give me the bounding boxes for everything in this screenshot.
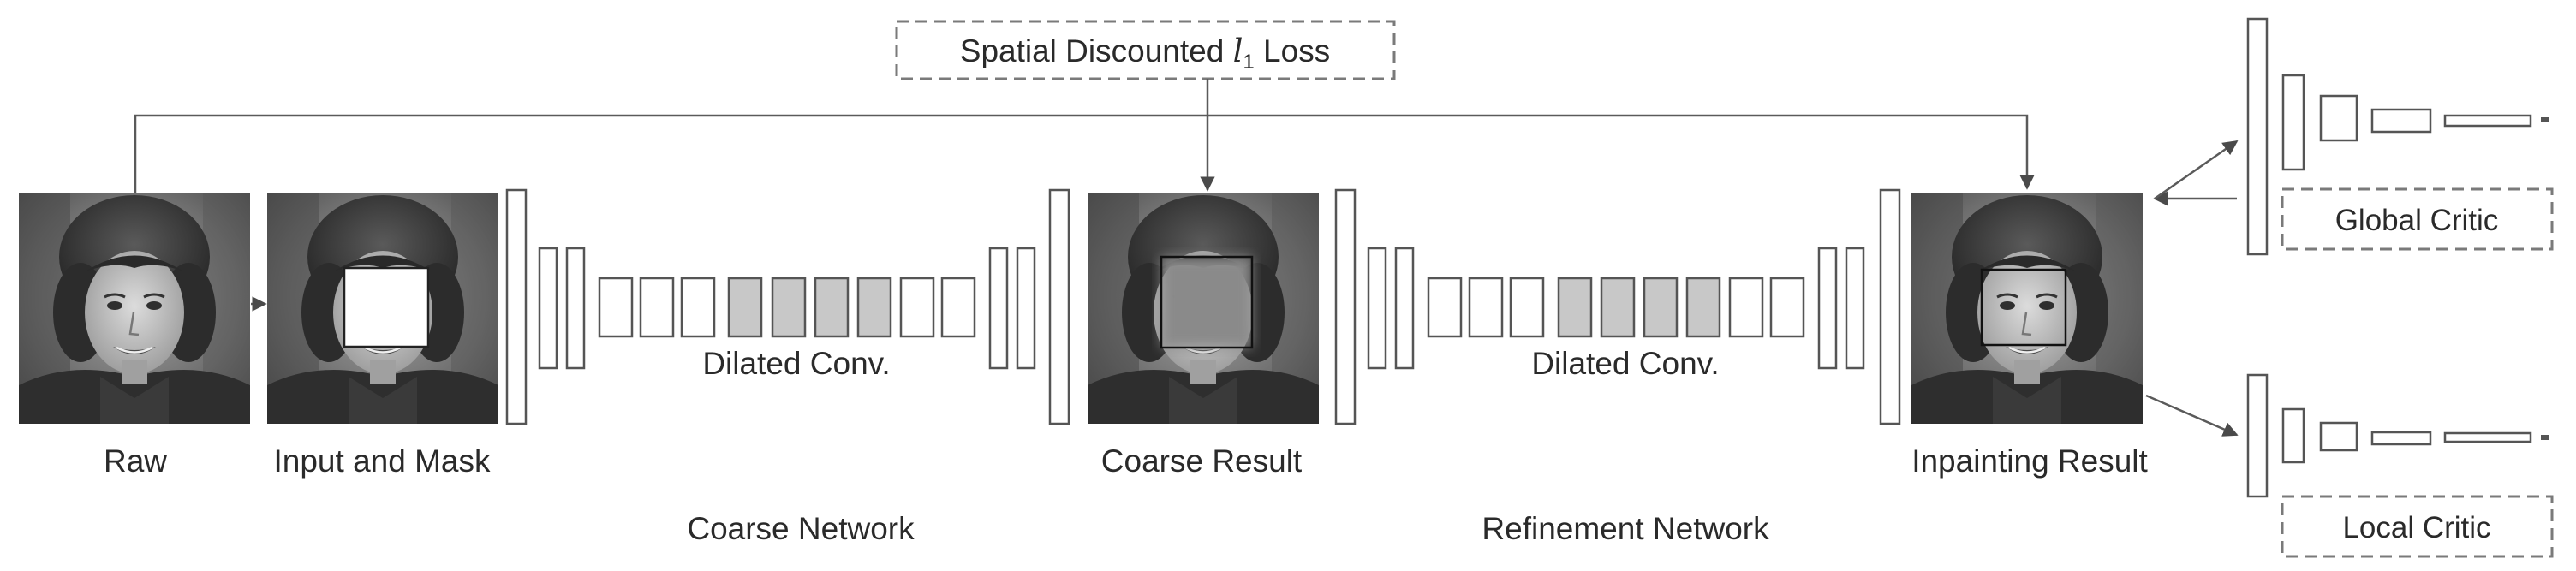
coarse-layer — [1048, 188, 1070, 425]
refine-layer — [1817, 247, 1838, 370]
global-critic-layers — [2246, 17, 2549, 256]
coarse-network-label: Coarse Network — [687, 511, 915, 546]
coarse-layer — [680, 277, 716, 338]
refine-dilated-label: Dilated Conv. — [1531, 346, 1719, 381]
dilated-layer — [727, 277, 763, 338]
local-critic-layers — [2246, 373, 2549, 498]
coarse-layer — [505, 188, 528, 425]
refine-layer — [1394, 247, 1415, 370]
dilated-layer — [1685, 277, 1721, 338]
refinement-network-layers — [1334, 188, 1901, 425]
coarse-layer — [988, 247, 1009, 370]
mask-hole — [343, 266, 430, 348]
coarse-layer — [639, 277, 675, 338]
coarse-dilated-label: Dilated Conv. — [702, 346, 890, 381]
loss-suffix: Loss — [1255, 33, 1330, 68]
refine-layer — [1509, 277, 1545, 338]
global-critic-label: Global Critic — [2335, 204, 2499, 237]
loss-prefix: Spatial Discounted — [960, 33, 1233, 68]
coarse-network-layers — [505, 188, 1070, 425]
refinement-network-label: Refinement Network — [1482, 511, 1769, 546]
coarse-box — [1160, 255, 1254, 349]
inpaint-box — [1980, 268, 2067, 347]
coarse-layer — [940, 277, 976, 338]
loss-line-raw — [134, 114, 2035, 193]
coarse-result-image — [1086, 191, 1321, 425]
input-mask-image — [265, 191, 500, 425]
global-critic-arrow-reverse — [2154, 140, 2239, 200]
coarse-layer — [899, 277, 935, 338]
dilated-layer — [856, 277, 892, 338]
coarse-layer — [538, 247, 558, 370]
refine-layer — [1334, 188, 1357, 425]
inpainting-result-caption: Inpainting Result — [1911, 443, 2148, 479]
svg-text:Spatial Discounted l1 Loss: Spatial Discounted l1 Loss — [960, 33, 1330, 74]
loss-box: Spatial Discounted l1 Loss — [895, 20, 1396, 80]
refine-layer — [1879, 188, 1901, 425]
coarse-layer — [598, 277, 634, 338]
refine-layer — [1468, 277, 1504, 338]
dilated-layer — [814, 277, 850, 338]
local-critic-arrow — [2145, 394, 2239, 437]
dilated-layer — [1643, 277, 1679, 338]
dilated-layer — [771, 277, 807, 338]
global-critic-box: Global Critic — [2281, 187, 2554, 251]
input-mask-caption: Input and Mask — [274, 443, 491, 479]
refine-layer — [1427, 277, 1463, 338]
local-critic-label: Local Critic — [2342, 511, 2490, 544]
refine-layer — [1769, 277, 1805, 338]
refine-layer — [1367, 247, 1387, 370]
inpainting-result-image — [1910, 191, 2144, 425]
loss-symbol: l — [1233, 33, 1243, 69]
refine-layer — [1728, 277, 1764, 338]
raw-image — [17, 191, 252, 425]
local-critic-box: Local Critic — [2281, 495, 2554, 558]
coarse-layer — [565, 247, 586, 370]
dilated-layer — [1600, 277, 1636, 338]
dilated-layer — [1557, 277, 1593, 338]
refine-layer — [1845, 247, 1865, 370]
coarse-result-caption: Coarse Result — [1101, 443, 1303, 479]
coarse-layer — [1016, 247, 1036, 370]
loss-subscript: 1 — [1243, 51, 1254, 74]
raw-caption: Raw — [104, 443, 167, 479]
